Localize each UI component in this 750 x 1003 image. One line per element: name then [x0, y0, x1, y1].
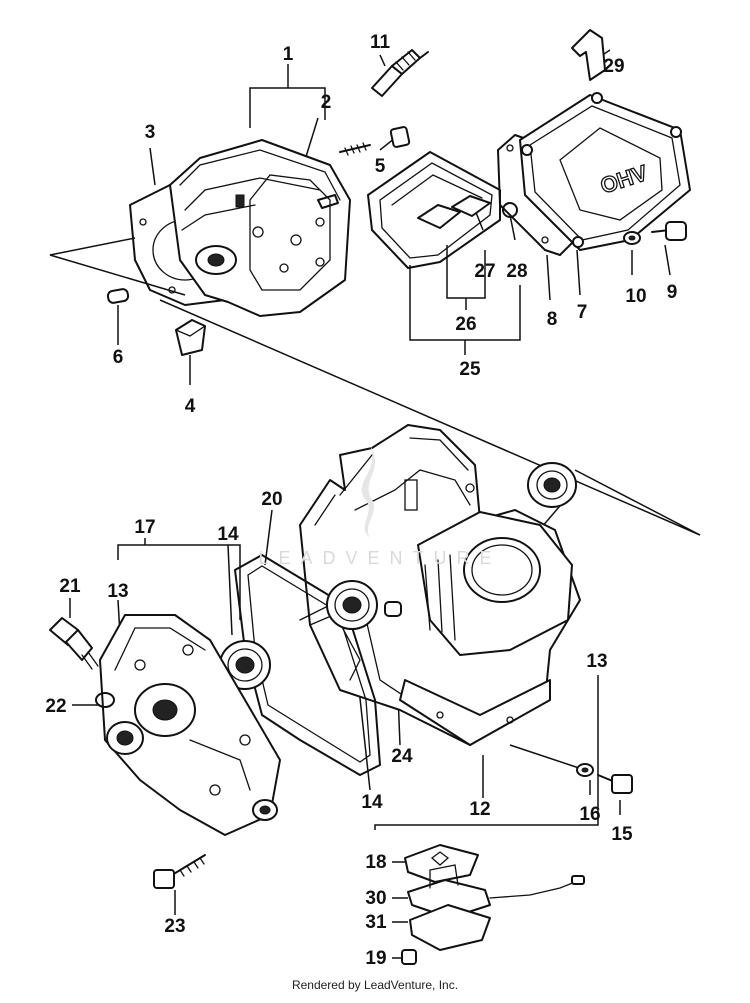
- watermark-logo-icon: [361, 445, 375, 538]
- callout-1: 1: [283, 44, 294, 65]
- callout-23: 23: [164, 916, 185, 937]
- base-washer: [576, 763, 594, 777]
- switch-o-ring: [95, 692, 115, 708]
- crankcase-block: [299, 424, 581, 746]
- cover-bolt: [651, 221, 687, 241]
- callout-22: 22: [45, 696, 66, 717]
- cover-bolt-long: [153, 854, 206, 889]
- valve-cover: OHV: [519, 92, 691, 251]
- cover-washer: [623, 231, 641, 245]
- crankcase-side-cover: [99, 614, 281, 836]
- callout-30: 30: [365, 888, 386, 909]
- callout-16: 16: [579, 804, 600, 825]
- callout-2: 2: [321, 92, 332, 113]
- callout-18: 18: [365, 852, 386, 873]
- dowel-pin: [106, 288, 130, 304]
- callout-6: 6: [113, 347, 124, 368]
- callout-13-left: 13: [107, 581, 128, 602]
- callout-5: 5: [375, 156, 386, 177]
- callout-27: 27: [474, 261, 495, 282]
- callout-12: 12: [469, 799, 490, 820]
- locating-pin: [384, 601, 402, 617]
- callout-17: 17: [134, 517, 155, 538]
- valve-guide: [175, 319, 206, 356]
- callout-20: 20: [261, 489, 282, 510]
- oil-switch-plate: [409, 904, 491, 951]
- callout-numbers: 1 2 3 4 5 6 7 8 9 10 11 12 13 13 13 14 1…: [45, 32, 677, 969]
- callout-7: 7: [577, 302, 588, 323]
- callout-11: 11: [370, 32, 391, 53]
- oil-level-switch: [49, 617, 99, 670]
- callout-14-lower: 14: [361, 792, 383, 813]
- upper-bearing: [527, 462, 577, 508]
- callout-13-right: 13: [586, 651, 607, 672]
- crankshaft-bearing: [326, 580, 378, 630]
- callout-15: 15: [611, 824, 633, 845]
- oil-switch-body: [407, 864, 585, 919]
- callout-9: 9: [667, 282, 678, 303]
- base-bolt: [597, 774, 633, 794]
- oil-switch-gasket: [404, 844, 479, 883]
- callout-3: 3: [145, 122, 156, 143]
- callout-19: 19: [365, 948, 386, 969]
- oil-switch-screw: [401, 949, 417, 965]
- callout-28: 28: [506, 261, 527, 282]
- callout-31: 31: [365, 912, 387, 933]
- head-bolt: [339, 126, 411, 156]
- spark-plug: [371, 49, 429, 97]
- footer-credit: Rendered by LeadVenture, Inc.: [291, 978, 459, 992]
- callout-29: 29: [603, 56, 624, 77]
- watermark-text: LEADVENTURE: [258, 548, 502, 568]
- callout-24: 24: [391, 746, 413, 767]
- callout-21: 21: [59, 576, 81, 597]
- callout-26: 26: [455, 314, 476, 335]
- callout-14-left: 14: [217, 524, 239, 545]
- cylinder-head: [169, 139, 351, 317]
- callout-4: 4: [185, 396, 196, 417]
- rocker-cover-gasket: [367, 151, 501, 269]
- breather-tube: [571, 29, 606, 81]
- callout-8: 8: [547, 309, 558, 330]
- breather-plate: [417, 195, 491, 229]
- check-ball: [502, 202, 518, 218]
- callout-10: 10: [625, 286, 646, 307]
- callout-25: 25: [459, 359, 481, 380]
